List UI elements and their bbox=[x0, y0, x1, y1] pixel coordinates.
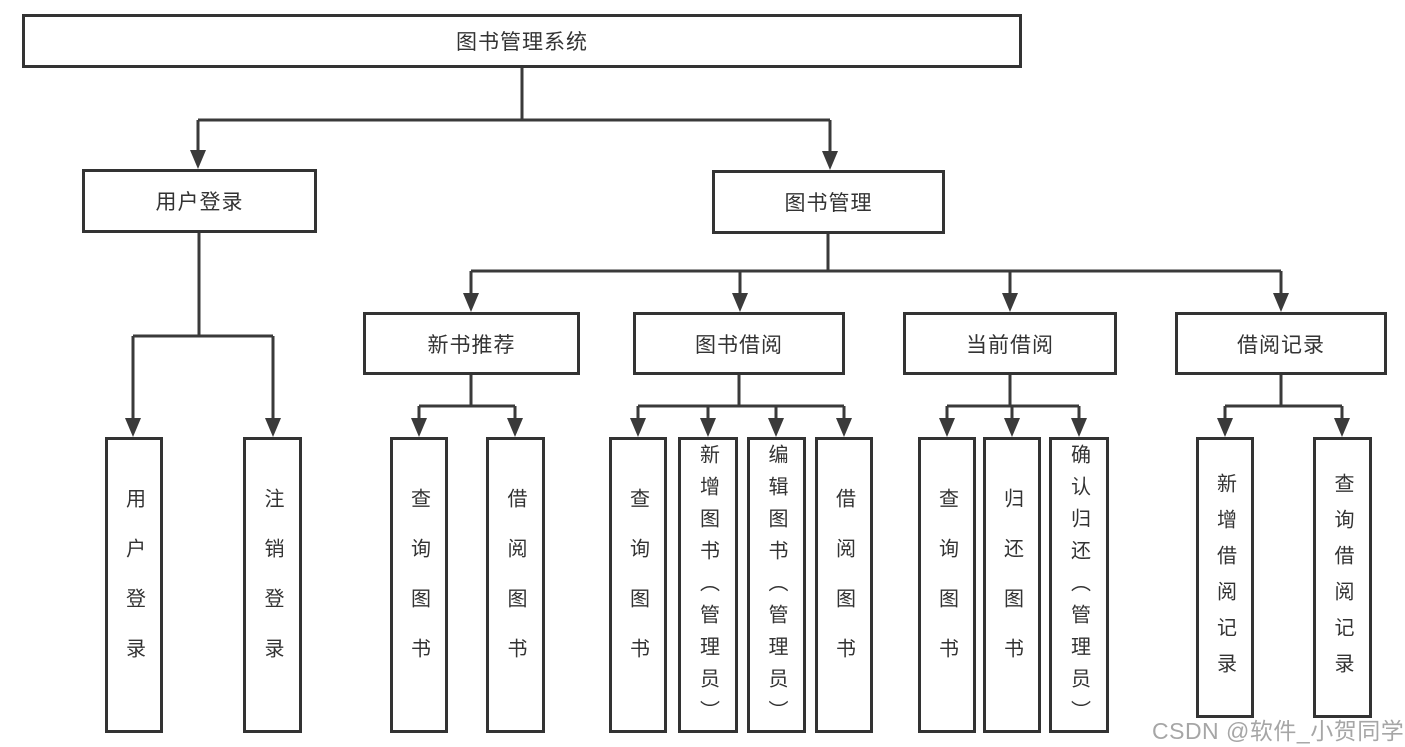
leaf-borrow-books: 借阅图书 bbox=[815, 437, 873, 733]
leaf-query-books-recommend: 查询图书 bbox=[390, 437, 448, 733]
leaf-query-books-borrow: 查询图书 bbox=[609, 437, 667, 733]
leaf-add-borrow-record: 新增借阅记录 bbox=[1196, 437, 1254, 718]
leaf-edit-book-admin: 编辑图书（管理员） bbox=[747, 437, 806, 733]
watermark: CSDN @软件_小贺同学 bbox=[1152, 718, 1405, 744]
leaf-add-book-admin: 新增图书（管理员） bbox=[678, 437, 738, 733]
node-borrow-records: 借阅记录 bbox=[1175, 312, 1387, 375]
leaf-borrow-books-recommend: 借阅图书 bbox=[486, 437, 545, 733]
edge-arrowheads bbox=[125, 150, 1350, 437]
node-root: 图书管理系统 bbox=[22, 14, 1022, 68]
leaf-query-borrow-record: 查询借阅记录 bbox=[1313, 437, 1372, 718]
node-book-borrow: 图书借阅 bbox=[633, 312, 845, 375]
node-new-book-recommend: 新书推荐 bbox=[363, 312, 580, 375]
node-current-borrow: 当前借阅 bbox=[903, 312, 1117, 375]
node-book-management: 图书管理 bbox=[712, 170, 945, 234]
node-user-login: 用户登录 bbox=[82, 169, 317, 233]
leaf-confirm-return-admin: 确认归还（管理员） bbox=[1049, 437, 1109, 733]
leaf-return-book: 归还图书 bbox=[983, 437, 1041, 733]
leaf-user-login: 用户登录 bbox=[105, 437, 163, 733]
leaf-query-books-current: 查询图书 bbox=[918, 437, 976, 733]
leaf-logout: 注销登录 bbox=[243, 437, 302, 733]
edge-stems bbox=[131, 68, 1344, 420]
